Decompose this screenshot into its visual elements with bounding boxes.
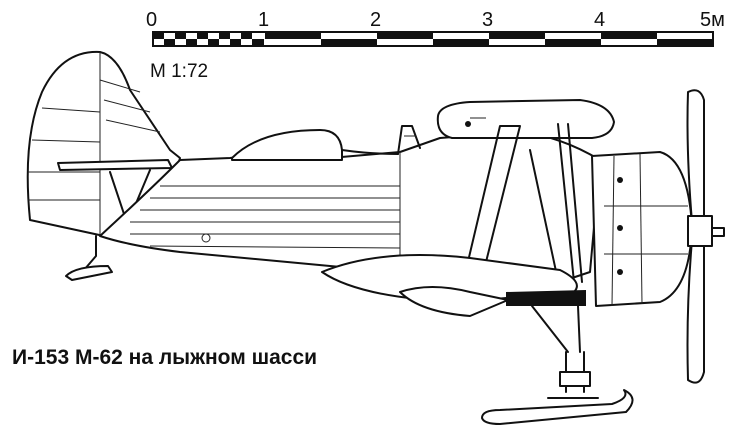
cockpit	[231, 125, 421, 161]
scale-tick-1: 1	[258, 9, 269, 31]
scale-ruler	[152, 31, 714, 47]
upper-wing	[436, 99, 615, 139]
scale-tick-0: 0	[146, 9, 157, 31]
scale-tick-5: 5м	[700, 9, 725, 31]
scale-tick-3: 3	[482, 9, 493, 31]
lower-wing	[321, 254, 578, 303]
scale-tick-2: 2	[370, 9, 381, 31]
scale-ratio-label: М 1:72	[150, 61, 208, 82]
propeller	[686, 89, 725, 384]
scale-bar: 0 1 2 3 4 5м М 1:7	[146, 9, 725, 82]
scale-tick-4: 4	[594, 9, 605, 31]
aircraft-side-view	[26, 50, 725, 425]
drawing-caption: И-153 М-62 на лыжном шасси	[12, 346, 318, 369]
tail-fin	[26, 50, 181, 237]
main-ski-gear	[399, 286, 634, 425]
engine-cowling	[591, 151, 693, 307]
tail-ski	[65, 235, 113, 281]
